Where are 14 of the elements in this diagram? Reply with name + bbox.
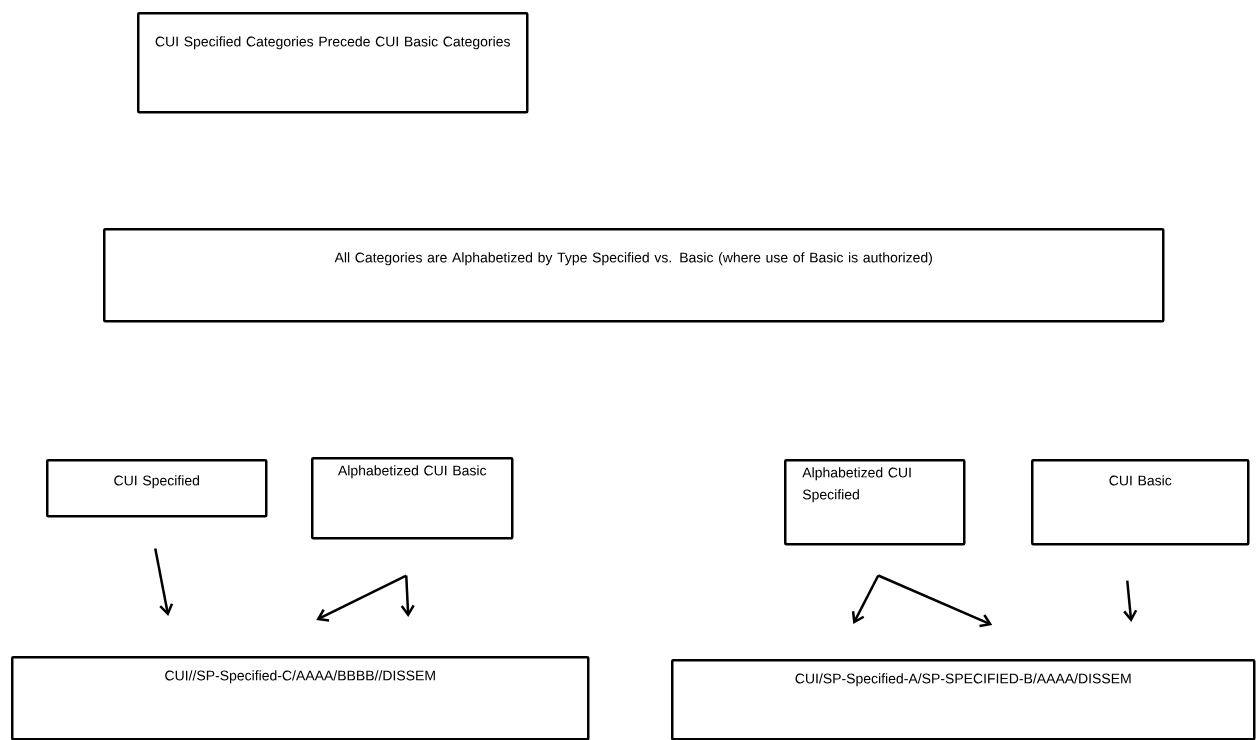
process-box: All Categories are Alphabetized by Type Specified vs. Basic (where use of Basic is authorized) xyxy=(103,228,1165,323)
arrow xyxy=(851,574,880,624)
process-box: CUI Specified xyxy=(46,459,268,518)
arrow xyxy=(877,574,993,628)
arrow xyxy=(1123,580,1138,622)
process-box: Alphabetized CUI Specified xyxy=(784,459,966,546)
process-box: CUI Basic xyxy=(1031,459,1250,546)
process-box: Alphabetized CUI Basic xyxy=(311,457,514,540)
arrow xyxy=(154,548,174,616)
arrow xyxy=(316,574,407,622)
arrow xyxy=(400,575,415,617)
process-box: CUI Specified Categories Precede CUI Basic Categories xyxy=(137,12,529,114)
process-box: CUI//SP-Specified-C/AAAA/BBBB//DISSEM xyxy=(11,656,590,740)
process-box: CUI/SP-Specified-A/SP-SPECIFIED-B/AAAA/DISSEM xyxy=(671,659,1256,740)
